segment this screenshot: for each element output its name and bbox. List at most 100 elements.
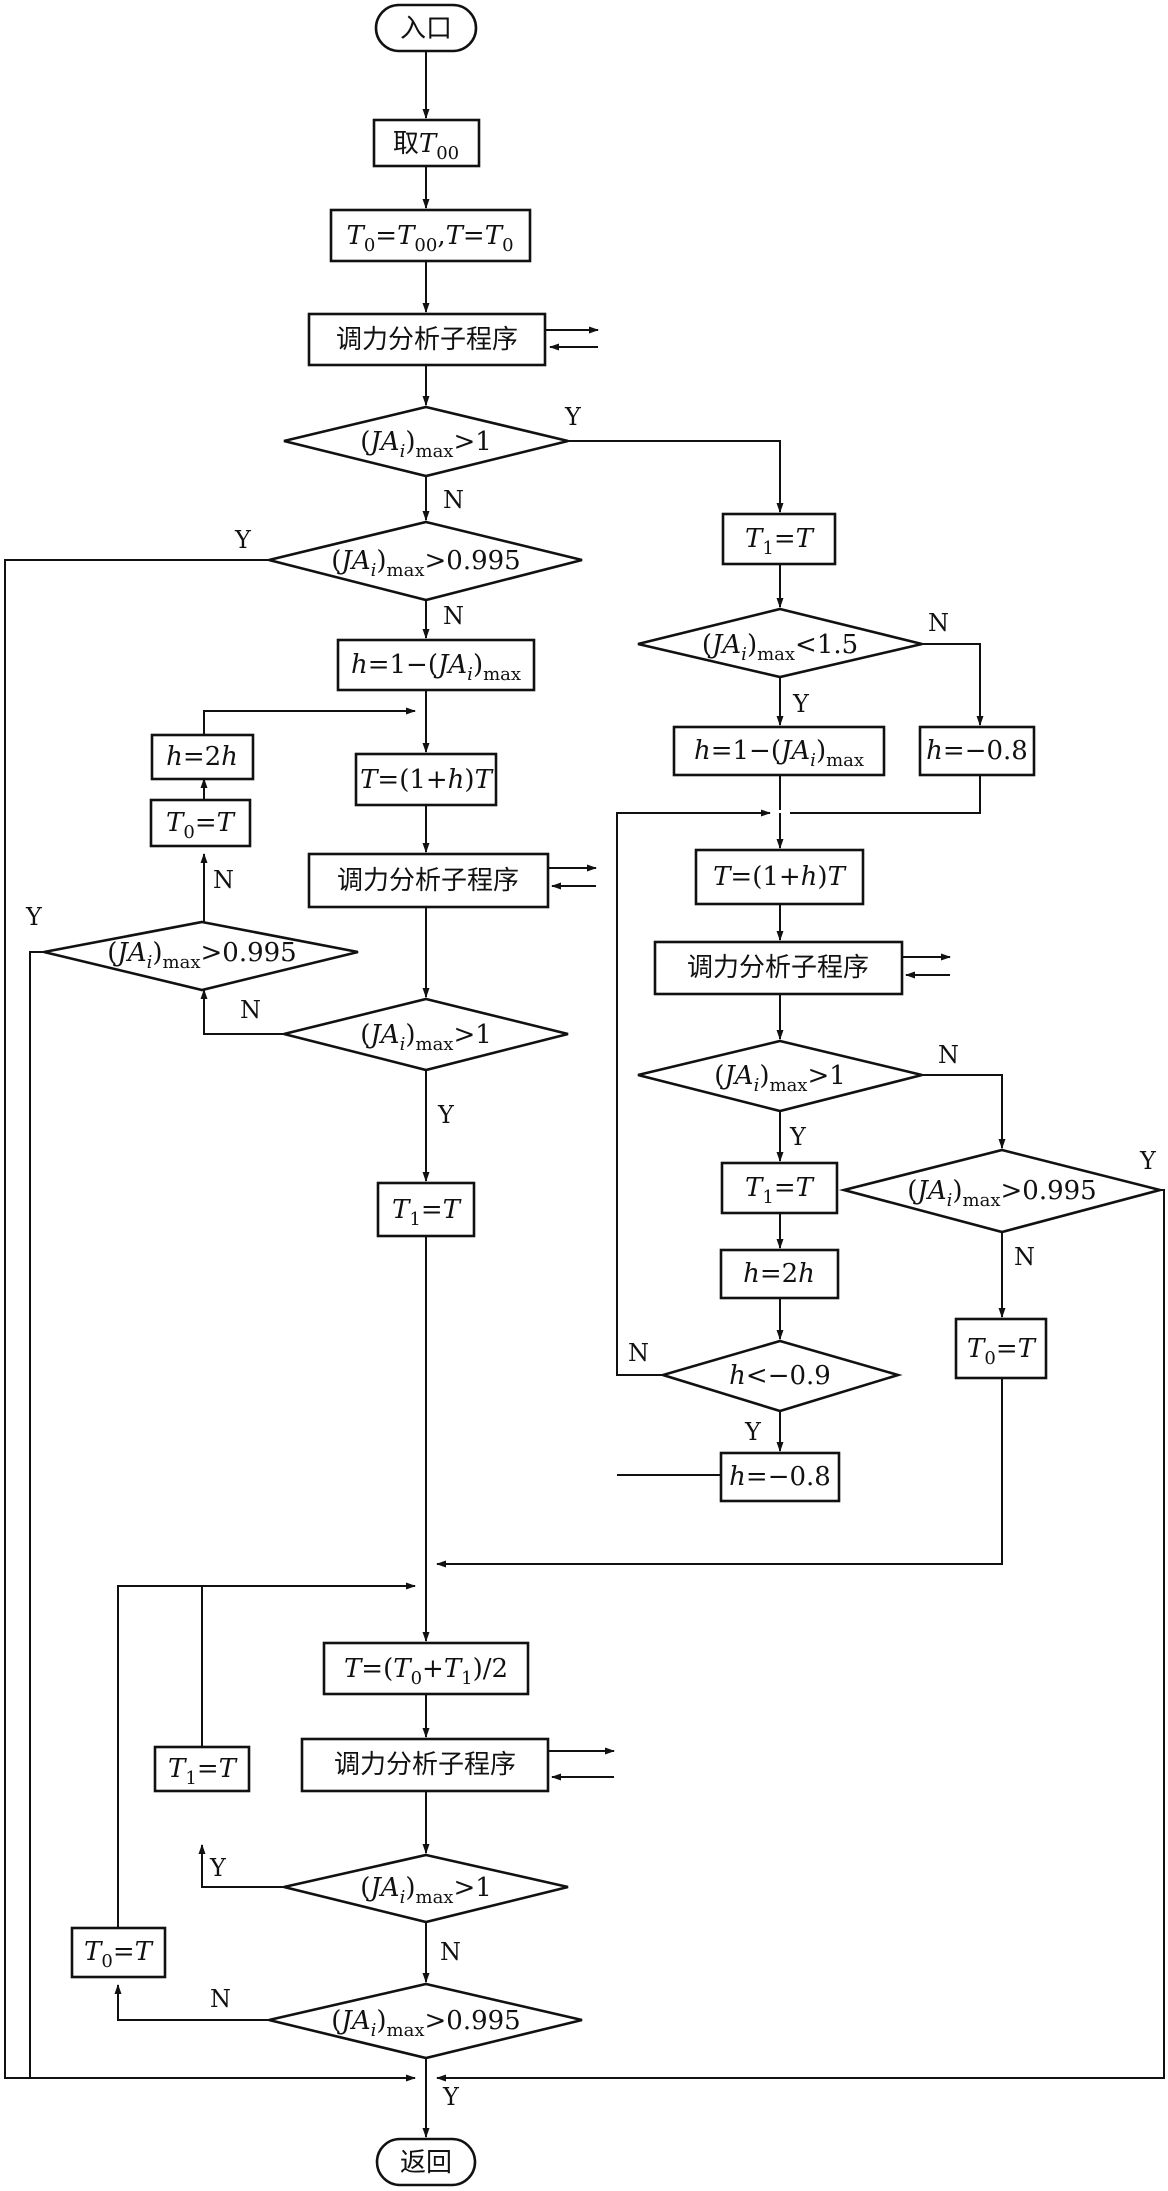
label-d1-no: N: [443, 486, 464, 514]
end-label: 返回: [400, 2148, 452, 2178]
svg-text:(JAi)max>1: (JAi)max>1: [360, 1873, 492, 1908]
svg-text:T0=T: T0=T: [967, 1334, 1037, 1369]
subroutine-1-label: 调力分析子程序: [336, 325, 518, 355]
svg-text:h=−0.8: h=−0.8: [729, 1462, 831, 1492]
arrow-d11-no: [114, 1984, 269, 2021]
subroutine-2-label: 调力分析子程序: [337, 866, 519, 896]
decision-jai-gt-0995-left: (JAi)max>0.995: [43, 920, 359, 992]
label-d10-no: N: [440, 1938, 461, 1966]
decision-jai-gt-1-right: (JAi)max>1: [637, 1039, 923, 1113]
subroutine-5-label: 调力分析子程序: [334, 1750, 516, 1780]
label-d7-yes: Y: [789, 1123, 807, 1151]
box-subroutine-2: 调力分析子程序: [307, 852, 550, 909]
label-d3-no: N: [928, 609, 949, 637]
box-t-update-right: T=(1+h)T: [694, 848, 865, 906]
arrow-d9-no: [616, 809, 771, 1376]
svg-text:(JAi)max>0.995: (JAi)max>0.995: [331, 546, 520, 581]
box-h-calc-left: h=1−(JAi)max: [336, 638, 536, 692]
box-h-double-right: h=2h: [719, 1248, 840, 1300]
svg-text:(JAi)max>0.995: (JAi)max>0.995: [107, 938, 296, 973]
branch-labels: Y N Y N N Y N Y N Y N Y Y N N Y Y N N Y: [25, 403, 1157, 2111]
box-h-calc-right: h=1−(JAi)max: [672, 725, 886, 777]
label-d7-no: N: [938, 1041, 959, 1069]
svg-text:T0=T: T0=T: [166, 808, 236, 843]
box-t1-eq-t-right-top: T1=T: [721, 512, 837, 566]
label-d1-yes: Y: [564, 403, 582, 431]
decision-jai-gt-1-mid-left: (JAi)max>1: [283, 997, 569, 1072]
label-d2-yes: Y: [234, 526, 252, 554]
arrow-h08r-merge: [790, 775, 981, 814]
box-subroutine-5: 调力分析子程序: [300, 1737, 550, 1793]
box-take-t00: 取T00: [372, 118, 481, 168]
svg-text:h=1−(JAi)max: h=1−(JAi)max: [351, 650, 521, 685]
svg-text:h=−0.8: h=−0.8: [926, 736, 1028, 766]
arrow-d8-yes: [436, 1189, 1165, 2082]
svg-text:(JAi)max<1.5: (JAi)max<1.5: [702, 630, 858, 665]
decision-jai-gt-1-top: (JAi)max>1: [283, 405, 569, 478]
svg-text:h=2h: h=2h: [743, 1259, 815, 1289]
arrow-d1-yes: [568, 440, 784, 513]
arrow-d2-yes: [4, 559, 416, 2082]
svg-text:T1=T: T1=T: [745, 1173, 815, 1208]
decision-jai-lt-15: (JAi)max<1.5: [637, 607, 923, 679]
decision-jai-gt-0995-right: (JAi)max>0.995: [838, 1148, 1166, 1234]
label-d8-yes: Y: [1139, 1147, 1157, 1175]
box-t0-eq-t-left: T0=T: [149, 798, 252, 848]
svg-text:T1=T: T1=T: [168, 1754, 238, 1789]
box-t1-eq-t-center: T1=T: [376, 1181, 476, 1238]
svg-text:T0=T00,T=T0: T0=T00,T=T0: [346, 221, 513, 256]
box-t1-eq-t-right-mid: T1=T: [720, 1161, 839, 1215]
svg-text:(JAi)max>0.995: (JAi)max>0.995: [907, 1176, 1096, 1211]
decision-h-lt-09: h<−0.9: [658, 1339, 903, 1413]
label-d11-yes: Y: [442, 2083, 460, 2111]
box-init-t0-t: T0=T00,T=T0: [329, 208, 532, 263]
connectors: [4, 50, 1165, 2138]
svg-text:T1=T: T1=T: [745, 524, 815, 559]
label-d8-no: N: [1014, 1243, 1035, 1271]
box-subroutine-3: 调力分析子程序: [653, 940, 904, 996]
start-label: 入口: [400, 14, 452, 44]
box-h-set-08-right-bottom: h=−0.8: [719, 1451, 841, 1503]
svg-text:h=1−(JAi)max: h=1−(JAi)max: [694, 736, 864, 771]
arrow-d10-yes: [198, 1844, 284, 1888]
box-t-update-left: T=(1+h)T: [354, 752, 498, 807]
label-d2-no: N: [443, 602, 464, 630]
svg-text:T1=T: T1=T: [392, 1195, 462, 1230]
arrow-t0r-merge: [436, 1378, 1003, 1568]
label-d5-no: N: [213, 866, 234, 894]
svg-text:(JAi)max>0.995: (JAi)max>0.995: [331, 2006, 520, 2041]
end-terminal: 返回: [375, 2137, 477, 2187]
svg-text:T0=T: T0=T: [84, 1937, 154, 1972]
svg-text:T=(T0+T1)/2: T=(T0+T1)/2: [344, 1654, 508, 1689]
svg-text:T=(1+h)T: T=(1+h)T: [360, 765, 494, 795]
subroutine-3-label: 调力分析子程序: [687, 953, 869, 983]
label-d11-no: N: [210, 1985, 231, 2013]
label-d4-no: N: [240, 996, 261, 1024]
arrow-d3-no: [922, 643, 984, 726]
decision-jai-gt-0995-top-left: (JAi)max>0.995: [268, 520, 583, 602]
box-t0-eq-t-right: T0=T: [954, 1317, 1048, 1380]
label-d9-yes: Y: [744, 1418, 762, 1446]
arrow-d7-no: [922, 1074, 1006, 1149]
label-d9-no: N: [628, 1339, 649, 1367]
box-h-set-08-right-top: h=−0.8: [918, 725, 1036, 777]
label-d5-yes: Y: [25, 903, 43, 931]
decision-jai-gt-1-bottom: (JAi)max>1: [283, 1853, 569, 1924]
label-d3-yes: Y: [792, 690, 810, 718]
box-t1-eq-t-bottom: T1=T: [153, 1745, 251, 1793]
arrow-d4-no: [200, 989, 284, 1035]
label-d10-yes: Y: [209, 1854, 227, 1882]
box-t-midpoint: T=(T0+T1)/2: [322, 1641, 530, 1696]
box-subroutine-1: 调力分析子程序: [307, 312, 547, 367]
svg-text:h=2h: h=2h: [166, 742, 238, 772]
arrow-t0b-loop: [117, 1585, 202, 1928]
svg-text:h<−0.9: h<−0.9: [729, 1361, 831, 1391]
svg-text:取T00: 取T00: [393, 129, 459, 164]
start-terminal: 入口: [374, 3, 478, 53]
svg-text:(JAi)max>1: (JAi)max>1: [360, 1020, 492, 1055]
svg-text:(JAi)max>1: (JAi)max>1: [360, 427, 492, 462]
box-t0-eq-t-bottom: T0=T: [70, 1926, 167, 1979]
arrow-d5-yes: [29, 951, 44, 2078]
arrow-hdouble-to-spine: [203, 707, 416, 735]
